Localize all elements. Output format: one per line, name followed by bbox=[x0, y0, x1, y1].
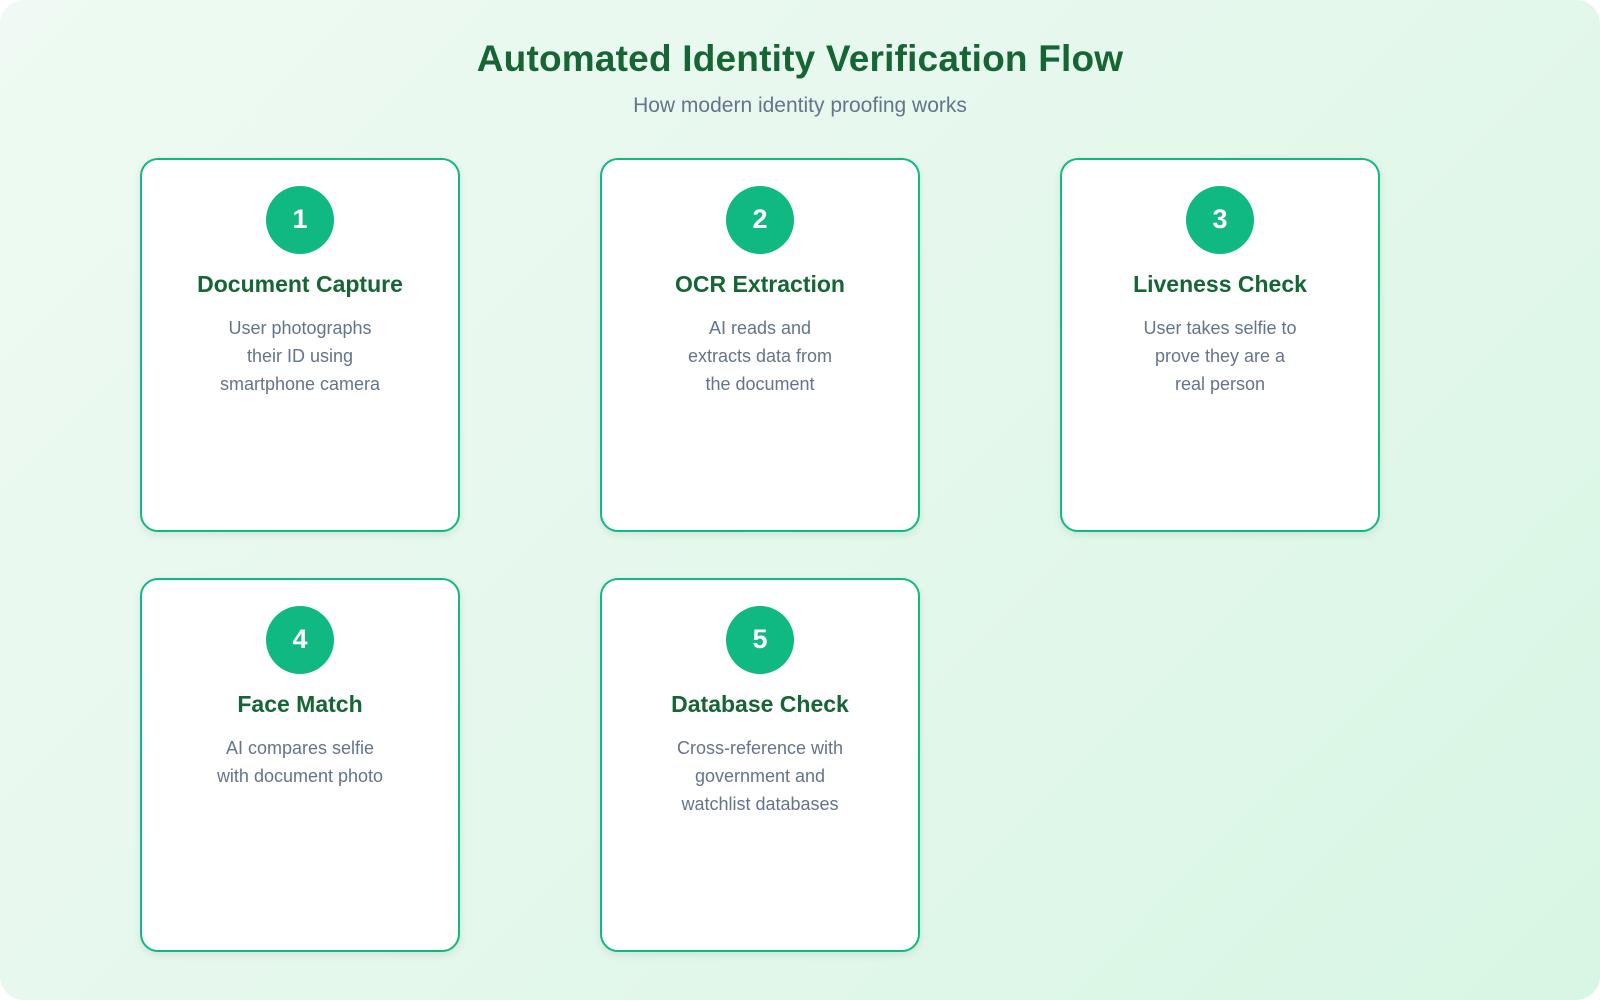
step-number-badge: 3 bbox=[1186, 185, 1254, 254]
step-description: Cross-reference with government and watc… bbox=[676, 737, 844, 814]
steps-grid: 1 Document Capture User photographs thei… bbox=[140, 157, 1380, 952]
page-header: Automated Identity Verification Flow How… bbox=[0, 0, 1600, 117]
step-title: Document Capture bbox=[197, 270, 403, 297]
step-description: AI reads and extracts data from the docu… bbox=[687, 317, 833, 394]
step-number-badge: 4 bbox=[266, 605, 334, 674]
step-card-face-match: 4 Face Match AI compares selfie with doc… bbox=[140, 577, 460, 952]
step-number: 5 bbox=[752, 624, 768, 655]
step-card-document-capture: 1 Document Capture User photographs thei… bbox=[140, 157, 460, 532]
step-number-badge: 2 bbox=[726, 185, 794, 254]
step-title: Face Match bbox=[237, 690, 363, 717]
step-number-badge: 1 bbox=[266, 185, 334, 254]
step-description: AI compares selfie with document photo bbox=[216, 737, 384, 786]
step-number: 2 bbox=[752, 204, 768, 235]
page-title: Automated Identity Verification Flow bbox=[476, 38, 1124, 79]
step-title: Database Check bbox=[671, 690, 849, 717]
step-description: User takes selfie to prove they are a re… bbox=[1143, 317, 1297, 394]
step-number: 1 bbox=[292, 204, 308, 235]
step-title: OCR Extraction bbox=[675, 270, 845, 297]
step-card-database-check: 5 Database Check Cross-reference with go… bbox=[600, 577, 920, 952]
step-number-badge: 5 bbox=[726, 605, 794, 674]
step-number: 4 bbox=[292, 624, 308, 655]
step-title: Liveness Check bbox=[1133, 270, 1307, 297]
step-number: 3 bbox=[1212, 204, 1228, 235]
step-description: User photographs their ID using smartpho… bbox=[219, 317, 381, 394]
page-subtitle: How modern identity proofing works bbox=[633, 93, 967, 117]
step-card-ocr-extraction: 2 OCR Extraction AI reads and extracts d… bbox=[600, 157, 920, 532]
step-card-liveness-check: 3 Liveness Check User takes selfie to pr… bbox=[1060, 157, 1380, 532]
